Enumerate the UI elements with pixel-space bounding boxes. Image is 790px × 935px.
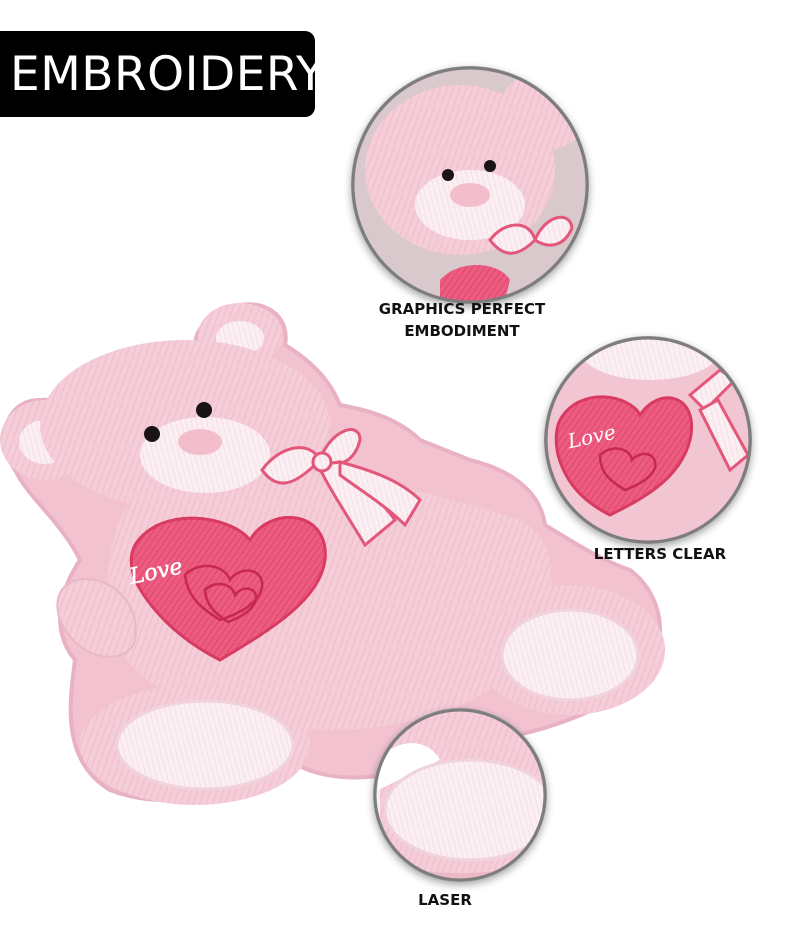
bear-arm-left: [56, 578, 137, 658]
embroidery-badge: EMBROIDERY: [0, 31, 325, 117]
caption-letters: LETTERS CLEAR: [593, 545, 727, 563]
caption-graphics: GRAPHICS PERFECT EMBODIMENT: [372, 298, 552, 342]
caption-graphics-line2: EMBODIMENT: [404, 322, 520, 340]
bow: [260, 428, 422, 548]
bear-muzzle: [140, 417, 270, 493]
bear-foot-right: [475, 585, 665, 715]
bear-patch: Love: [0, 302, 665, 805]
caption-graphics-line1: GRAPHICS PERFECT: [378, 300, 546, 318]
heart: Love: [126, 516, 327, 662]
caption-laser: LASER: [418, 891, 472, 909]
bear-eye-left: [144, 426, 160, 442]
bear-eye-right: [196, 402, 212, 418]
badge-title: EMBROIDERY: [10, 46, 326, 102]
bear-foot-left: [80, 685, 310, 805]
